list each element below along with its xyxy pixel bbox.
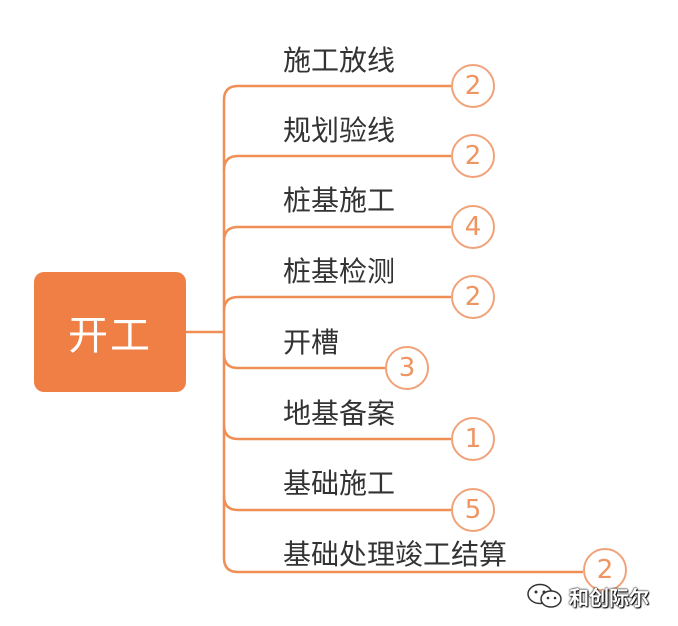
branch-label-5[interactable]: 开槽 xyxy=(283,326,340,359)
branch-connector-3 xyxy=(222,225,451,242)
watermark-text: 和创际尔 xyxy=(569,585,649,610)
branch-label-1[interactable]: 施工放线 xyxy=(283,44,396,77)
branch-label-7[interactable]: 基础施工 xyxy=(283,467,396,500)
count-badge-7: 5 xyxy=(451,488,495,532)
branch-label-3[interactable]: 桩基施工 xyxy=(283,184,396,217)
branch-connector-4 xyxy=(222,295,451,312)
count-badge-8: 2 xyxy=(583,548,627,592)
count-badge-1: 2 xyxy=(451,64,495,108)
count-badge-2: 2 xyxy=(451,134,495,178)
watermark: 和创际尔 xyxy=(525,580,649,612)
count-badge-3: 4 xyxy=(451,205,495,249)
root-label: 开工 xyxy=(68,313,152,359)
count-badge-4: 2 xyxy=(451,275,495,319)
branch-connector-5 xyxy=(222,353,385,370)
count-badge-6: 1 xyxy=(451,417,495,461)
branch-label-4[interactable]: 桩基检测 xyxy=(283,255,396,288)
branch-connector-2 xyxy=(222,154,451,171)
count-badge-5: 3 xyxy=(385,346,429,390)
branch-label-8[interactable]: 基础处理竣工结算 xyxy=(283,538,508,571)
branch-connector-8 xyxy=(222,557,583,574)
wechat-icon xyxy=(527,583,562,608)
root-node[interactable]: 开工 xyxy=(34,272,186,392)
branch-connector-1 xyxy=(222,84,451,101)
branch-connector-6 xyxy=(222,424,451,441)
branch-label-6[interactable]: 地基备案 xyxy=(283,397,396,430)
branch-label-2[interactable]: 规划验线 xyxy=(283,114,396,147)
branch-connector-7 xyxy=(222,495,451,512)
